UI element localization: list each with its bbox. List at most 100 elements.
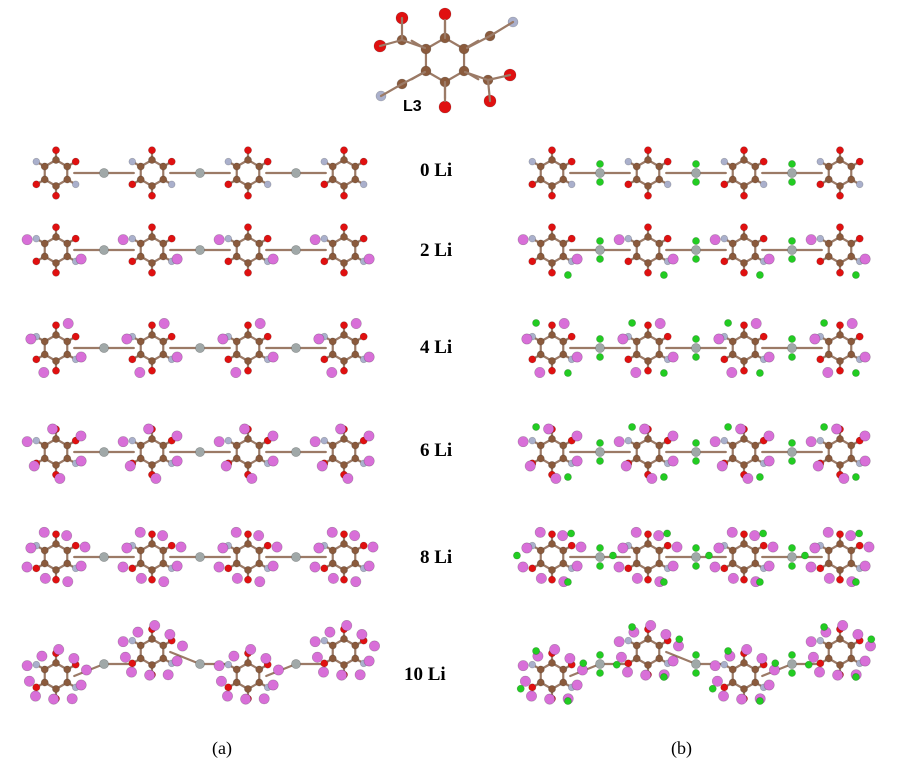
carbon-atom: [548, 435, 556, 443]
oxygen-atom: [167, 541, 176, 550]
carbon-atom: [328, 559, 337, 568]
lithium-atom: [313, 542, 325, 554]
lithium-atom: [326, 367, 338, 379]
carbon-atom: [255, 162, 264, 171]
carbon-atom: [63, 546, 72, 555]
chlorine-atom: [771, 659, 780, 668]
lithium-atom: [47, 423, 59, 435]
lithium-atom: [309, 561, 321, 573]
lithium-atom: [631, 572, 643, 584]
lithium-atom: [809, 333, 821, 345]
oxygen-atom: [816, 180, 825, 189]
oxygen-atom: [244, 268, 252, 277]
oxygen-atom: [128, 257, 137, 266]
carbon-atom: [328, 175, 337, 184]
lithium-atom: [837, 619, 849, 631]
lithium-atom: [709, 660, 721, 672]
chlorine-atom: [609, 551, 617, 560]
lithium-atom: [119, 651, 131, 663]
chlorine-atom: [628, 623, 636, 631]
carbon-atom: [632, 252, 641, 261]
carbon-atom: [655, 239, 664, 248]
lithium-atom: [621, 666, 633, 678]
carbon-atom: [728, 441, 737, 450]
chlorine-atom: [513, 551, 521, 560]
chlorine-atom: [612, 660, 621, 669]
metal-atom: [691, 552, 701, 562]
chlorine-atom: [756, 369, 764, 377]
lithium-atom: [617, 333, 629, 345]
carbon-atom: [340, 259, 348, 267]
carbon-atom: [536, 665, 545, 674]
oxygen-atom: [438, 100, 452, 114]
lithium-atom: [517, 436, 529, 448]
nitrogen-atom: [168, 180, 176, 189]
carbon-atom: [232, 454, 241, 463]
oxygen-atom: [224, 683, 233, 692]
lithium-atom: [21, 561, 33, 573]
chlorine-atom: [855, 529, 864, 538]
oxygen-atom: [855, 332, 864, 341]
chlorine-atom: [708, 684, 717, 693]
carbon-atom: [728, 337, 737, 346]
carbon-atom: [644, 233, 652, 241]
nitrogen-atom: [72, 180, 80, 189]
lithium-atom: [336, 669, 348, 681]
lithium-atom: [354, 669, 366, 681]
lithium-atom: [124, 460, 136, 472]
oxygen-atom: [644, 575, 652, 584]
oxygen-atom: [148, 575, 156, 584]
bond: [400, 38, 427, 50]
carbon-atom: [328, 162, 337, 171]
chlorine-atom: [692, 255, 700, 263]
nitrogen-atom: [664, 180, 672, 189]
lithium-atom: [38, 367, 50, 379]
oxygen-atom: [663, 332, 672, 341]
lithium-atom: [217, 333, 229, 345]
oxygen-atom: [836, 268, 844, 277]
lithium-atom: [671, 541, 683, 553]
metal-atom: [291, 245, 301, 255]
chlorine-atom: [596, 544, 604, 552]
chlorine-atom: [628, 423, 636, 431]
nitrogen-atom: [128, 234, 136, 243]
oxygen-atom: [528, 683, 537, 692]
carbon-atom: [244, 233, 252, 241]
oxygen-atom: [244, 223, 252, 232]
carbon-atom: [559, 441, 568, 450]
carbon-atom: [232, 337, 241, 346]
metal-atom: [595, 343, 605, 353]
carbon-atom: [632, 337, 641, 346]
metal-atom: [595, 552, 605, 562]
lithium-atom: [549, 643, 561, 655]
lithium-atom: [342, 472, 354, 484]
carbon-atom: [40, 559, 49, 568]
carbon-atom: [40, 175, 49, 184]
lithium-atom: [213, 436, 225, 448]
oxygen-atom: [128, 659, 137, 668]
lithium-atom: [831, 423, 843, 435]
oxygen-atom: [759, 332, 768, 341]
carbon-atom: [136, 252, 145, 261]
chlorine-atom: [692, 237, 700, 245]
oxygen-atom: [720, 257, 729, 266]
carbon-atom: [751, 350, 760, 359]
lithium-atom: [534, 367, 546, 379]
lithium-atom: [756, 652, 768, 664]
oxygen-atom: [32, 564, 41, 573]
lithium-atom: [117, 436, 129, 448]
chlorine-atom: [596, 353, 604, 361]
lithium-atom: [135, 572, 147, 584]
chlorine-atom: [804, 660, 813, 669]
oxygen-atom: [52, 191, 60, 200]
carbon-atom: [824, 641, 833, 650]
chlorine-atom: [788, 544, 796, 552]
oxygen-atom: [52, 268, 60, 277]
nitrogen-atom: [816, 157, 824, 166]
carbon-atom: [824, 175, 833, 184]
lithium-atom: [29, 690, 41, 702]
carbon-atom: [559, 454, 568, 463]
carbon-atom: [548, 461, 556, 469]
lithium-atom: [349, 530, 361, 542]
nitrogen-atom: [720, 660, 728, 669]
